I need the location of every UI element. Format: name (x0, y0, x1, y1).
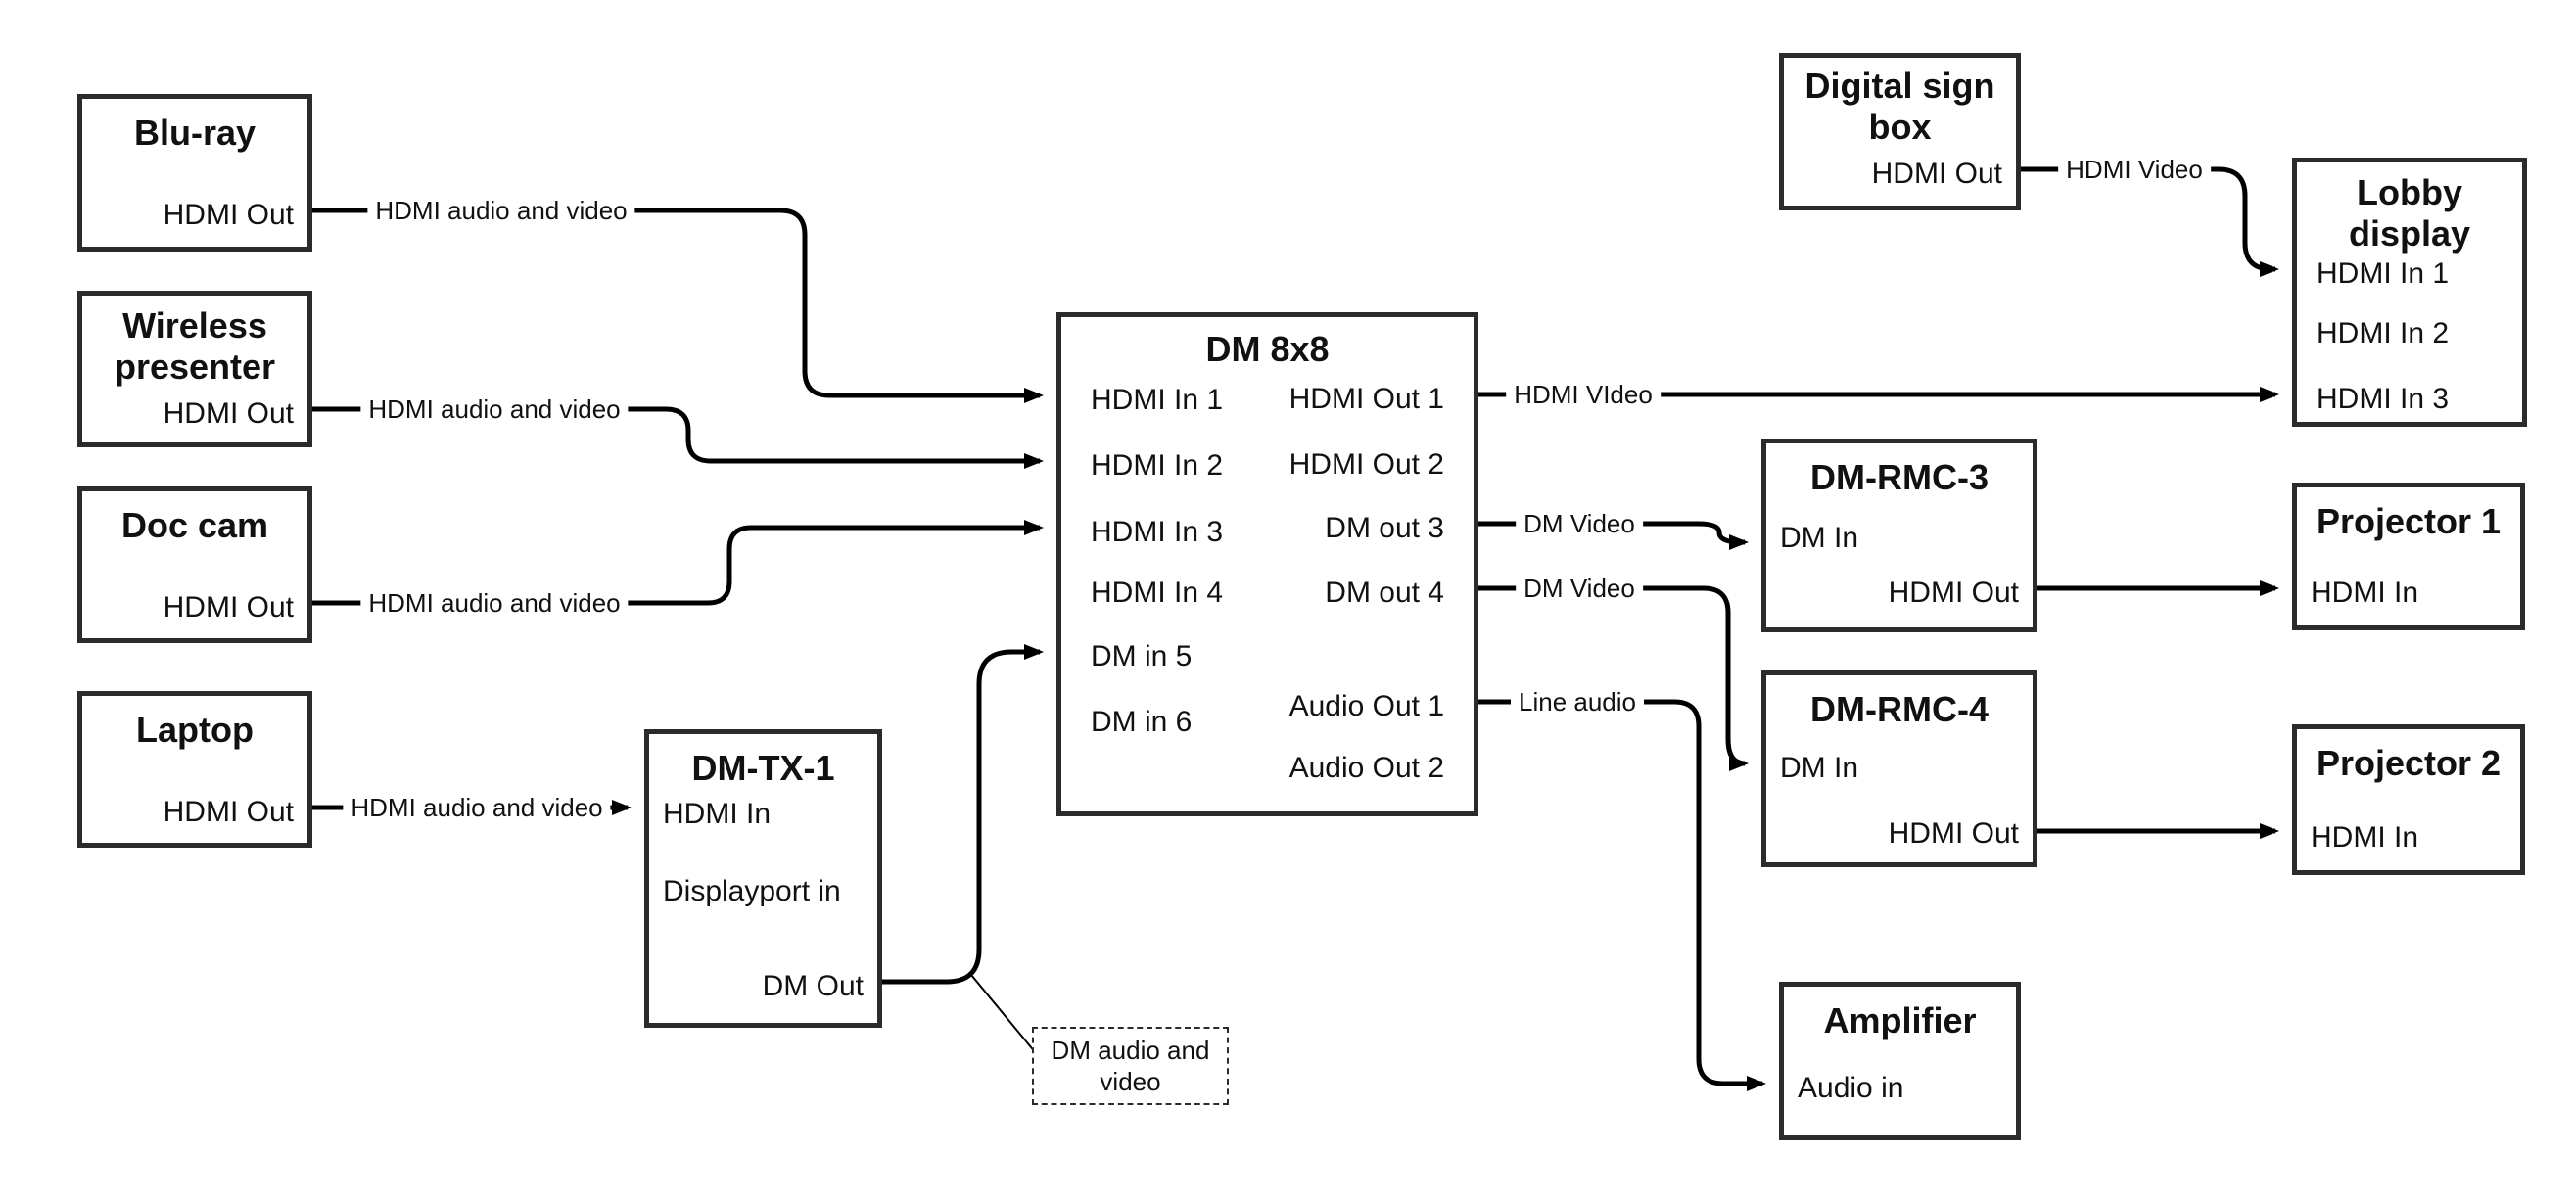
port-dm8x8-hdmi-out-2: HDMI Out 2 (1288, 448, 1444, 481)
node-dm-8x8: DM 8x8 HDMI In 1 HDMI In 2 HDMI In 3 HDM… (1056, 312, 1478, 816)
node-title: DM-RMC-4 (1810, 689, 1989, 729)
port-proj1-hdmi-in: HDMI In (2311, 577, 2419, 609)
port-dm8x8-hdmi-in-2: HDMI In 2 (1091, 449, 1224, 482)
port-dm8x8-audio-out-2: Audio Out 2 (1288, 752, 1444, 784)
wire-dm8x8-dmout4-to-rmc4-dmin (1478, 585, 1749, 771)
node-title: DM-RMC-3 (1810, 457, 1989, 497)
port-bluray-hdmi-out: HDMI Out (163, 199, 294, 231)
note-dm-audio-and-video: DM audio and video (1032, 1027, 1229, 1105)
node-title: Amplifier (1823, 1000, 1977, 1040)
wire-dmtx1-dmout-to-dm8x8-in5 (882, 644, 1044, 985)
wire-bluray-to-dm8x8-in1 (312, 208, 1044, 403)
node-dm-tx-1: DM-TX-1 HDMI In Displayport in DM Out (644, 729, 882, 1028)
port-dmtx1-hdmi-in: HDMI In (663, 798, 772, 830)
node-title: DM-TX-1 (691, 748, 835, 788)
port-dmtx1-displayport-in: Displayport in (663, 875, 841, 907)
edge-label-wireless: HDMI audio and video (360, 394, 629, 424)
node-projector-1: Projector 1 HDMI In (2292, 483, 2525, 630)
port-amp-audio-in: Audio in (1798, 1072, 1904, 1104)
node-dm-rmc-3: DM-RMC-3 DM In HDMI Out (1761, 439, 2037, 632)
node-projector-2: Projector 2 HDMI In (2292, 724, 2525, 875)
port-wireless-hdmi-out: HDMI Out (163, 397, 294, 430)
node-title: Projector 2 (2316, 743, 2502, 783)
node-lobby-display: Lobby display HDMI In 1 HDMI In 2 HDMI I… (2292, 158, 2527, 427)
port-rmc3-dm-in: DM In (1780, 522, 1859, 554)
node-bluray: Blu-ray HDMI Out (77, 94, 312, 252)
port-dm8x8-dm-in-6: DM in 6 (1091, 706, 1193, 738)
port-dm8x8-hdmi-in-4: HDMI In 4 (1091, 577, 1224, 609)
edge-label-hdmi-video-sign: HDMI Video (2058, 155, 2211, 184)
port-dm8x8-dm-in-5: DM in 5 (1091, 640, 1193, 672)
node-title: Lobby display (2348, 172, 2471, 254)
port-dm8x8-hdmi-in-3: HDMI In 3 (1091, 516, 1224, 548)
edge-label-dm-video-out3: DM Video (1516, 509, 1643, 538)
node-title: Doc cam (120, 505, 269, 545)
port-dm8x8-audio-out-1: Audio Out 1 (1288, 690, 1444, 722)
port-rmc4-hdmi-out: HDMI Out (1888, 817, 2019, 850)
node-laptop: Laptop HDMI Out (77, 691, 312, 848)
node-title: Blu-ray (133, 113, 257, 153)
edge-label-dm-video-out4: DM Video (1516, 574, 1643, 603)
port-lobby-hdmi-in-1: HDMI In 1 (2317, 257, 2450, 290)
port-proj2-hdmi-in: HDMI In (2311, 821, 2419, 854)
note-text: DM audio and video (1051, 1036, 1210, 1096)
edge-label-doccam: HDMI audio and video (360, 588, 629, 618)
port-dm8x8-hdmi-out-1: HDMI Out 1 (1288, 383, 1444, 415)
port-dm8x8-dm-out-4: DM out 4 (1325, 577, 1444, 609)
port-laptop-hdmi-out: HDMI Out (163, 796, 294, 828)
node-doc-cam: Doc cam HDMI Out (77, 486, 312, 643)
node-title: Digital sign box (1804, 66, 1995, 147)
node-title: Projector 1 (2316, 501, 2502, 541)
port-lobby-hdmi-in-3: HDMI In 3 (2317, 383, 2450, 415)
wire-wireless-to-dm8x8-in2 (312, 406, 1044, 469)
wire-dm8x8-audioout1-to-amp-audioin (1478, 699, 1766, 1091)
port-dmtx1-dm-out: DM Out (762, 970, 864, 1002)
wire-dm8x8-dmout3-to-rmc3-dmin (1478, 521, 1749, 550)
node-amplifier: Amplifier Audio in (1779, 982, 2021, 1140)
port-rmc4-dm-in: DM In (1780, 752, 1859, 784)
wire-doccam-to-dm8x8-in3 (312, 520, 1044, 606)
node-title: DM 8x8 (1205, 329, 1330, 369)
edge-label-bluray: HDMI audio and video (367, 196, 635, 225)
port-lobby-hdmi-in-2: HDMI In 2 (2317, 317, 2450, 349)
edge-label-laptop: HDMI audio and video (343, 793, 611, 822)
node-dm-rmc-4: DM-RMC-4 DM In HDMI Out (1761, 670, 2037, 867)
node-wireless-presenter: Wireless presenter HDMI Out (77, 291, 312, 447)
edge-label-hdmi-video-out1: HDMI VIdeo (1506, 380, 1661, 409)
edge-label-line-audio: Line audio (1511, 687, 1644, 716)
node-title: Wireless presenter (114, 305, 276, 387)
port-doccam-hdmi-out: HDMI Out (163, 591, 294, 624)
port-dm8x8-hdmi-in-1: HDMI In 1 (1091, 384, 1224, 416)
port-dm8x8-dm-out-3: DM out 3 (1325, 512, 1444, 544)
node-digital-sign-box: Digital sign box HDMI Out (1779, 53, 2021, 210)
node-title: Laptop (136, 710, 254, 750)
port-digitalsign-hdmi-out: HDMI Out (1871, 158, 2002, 190)
port-rmc3-hdmi-out: HDMI Out (1888, 577, 2019, 609)
wire-digitalsign-to-lobby-in1 (2021, 166, 2279, 277)
note-leader-line (970, 974, 1037, 1054)
